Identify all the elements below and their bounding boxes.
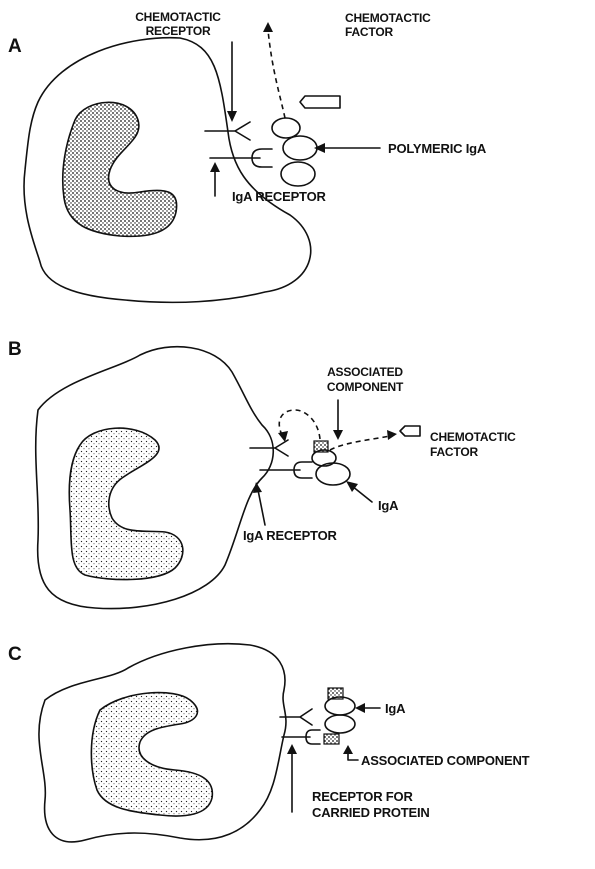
label-chemotactic-factor-a-2: FACTOR <box>345 25 393 39</box>
release-path-a <box>268 30 285 118</box>
dashed-to-factor-b <box>330 436 390 450</box>
arrow-iga-receptor-b <box>258 490 265 525</box>
label-associated-component-b-2: COMPONENT <box>327 380 404 394</box>
panel-letter-a: A <box>8 36 22 57</box>
arrowhead-associated-component-c <box>343 745 353 754</box>
label-chemotactic-factor-b-1: CHEMOTACTIC <box>430 430 516 444</box>
panel-letter-c: C <box>8 644 22 665</box>
chemotactic-factor-b <box>400 426 420 436</box>
iga-oval-c2 <box>325 715 355 733</box>
iga-oval-b2 <box>316 463 350 485</box>
label-chemotactic-factor-a-1: CHEMOTACTIC <box>345 11 431 25</box>
receptor-carried-protein-c <box>282 730 320 744</box>
label-associated-component-b-1: ASSOCIATED <box>327 365 403 379</box>
panel-b: B ASSOCIATED COMPONENT CHEMOTACTIC FACTO… <box>8 339 516 609</box>
arrowhead-up-a <box>263 22 273 32</box>
arrow-iga-b <box>352 486 372 502</box>
arrowhead-to-factor-b <box>387 430 397 440</box>
label-iga-receptor-a: IgA RECEPTOR <box>232 189 326 204</box>
iga-oval-c1 <box>325 697 355 715</box>
chemotactic-factor-a <box>300 96 340 108</box>
label-iga-b: IgA <box>378 498 399 513</box>
iga-oval-a1 <box>272 118 300 138</box>
label-chemotactic-receptor-a-2: RECEPTOR <box>146 24 211 38</box>
label-iga-c: IgA <box>385 701 406 716</box>
arrowhead-associated-component-b <box>333 430 343 440</box>
arrowhead-iga-c <box>355 703 365 713</box>
panel-c: C IgA ASSOCIATED COMPONENT RECEPTOR FOR … <box>8 644 530 842</box>
iga-oval-a2 <box>283 136 317 160</box>
arrowhead-receptor-carried-protein <box>287 744 297 754</box>
label-chemotactic-receptor-a-1: CHEMOTACTIC <box>135 10 221 24</box>
label-receptor-for-c-1: RECEPTOR FOR <box>312 789 413 804</box>
label-receptor-for-c-2: CARRIED PROTEIN <box>312 805 430 820</box>
associated-component-c-bottom <box>324 734 339 744</box>
label-chemotactic-factor-b-2: FACTOR <box>430 445 478 459</box>
label-iga-receptor-b: IgA RECEPTOR <box>243 528 337 543</box>
arrowhead-chemo-receptor-a <box>227 111 237 122</box>
label-associated-component-c: ASSOCIATED COMPONENT <box>361 753 530 768</box>
panel-letter-b: B <box>8 339 22 360</box>
panel-a: A CHEMOTACTIC RECEPTOR CHEMOTACTIC FACTO… <box>8 10 487 302</box>
iga-oval-a3 <box>281 162 315 186</box>
label-polymeric-iga: POLYMERIC IgA <box>388 141 487 156</box>
